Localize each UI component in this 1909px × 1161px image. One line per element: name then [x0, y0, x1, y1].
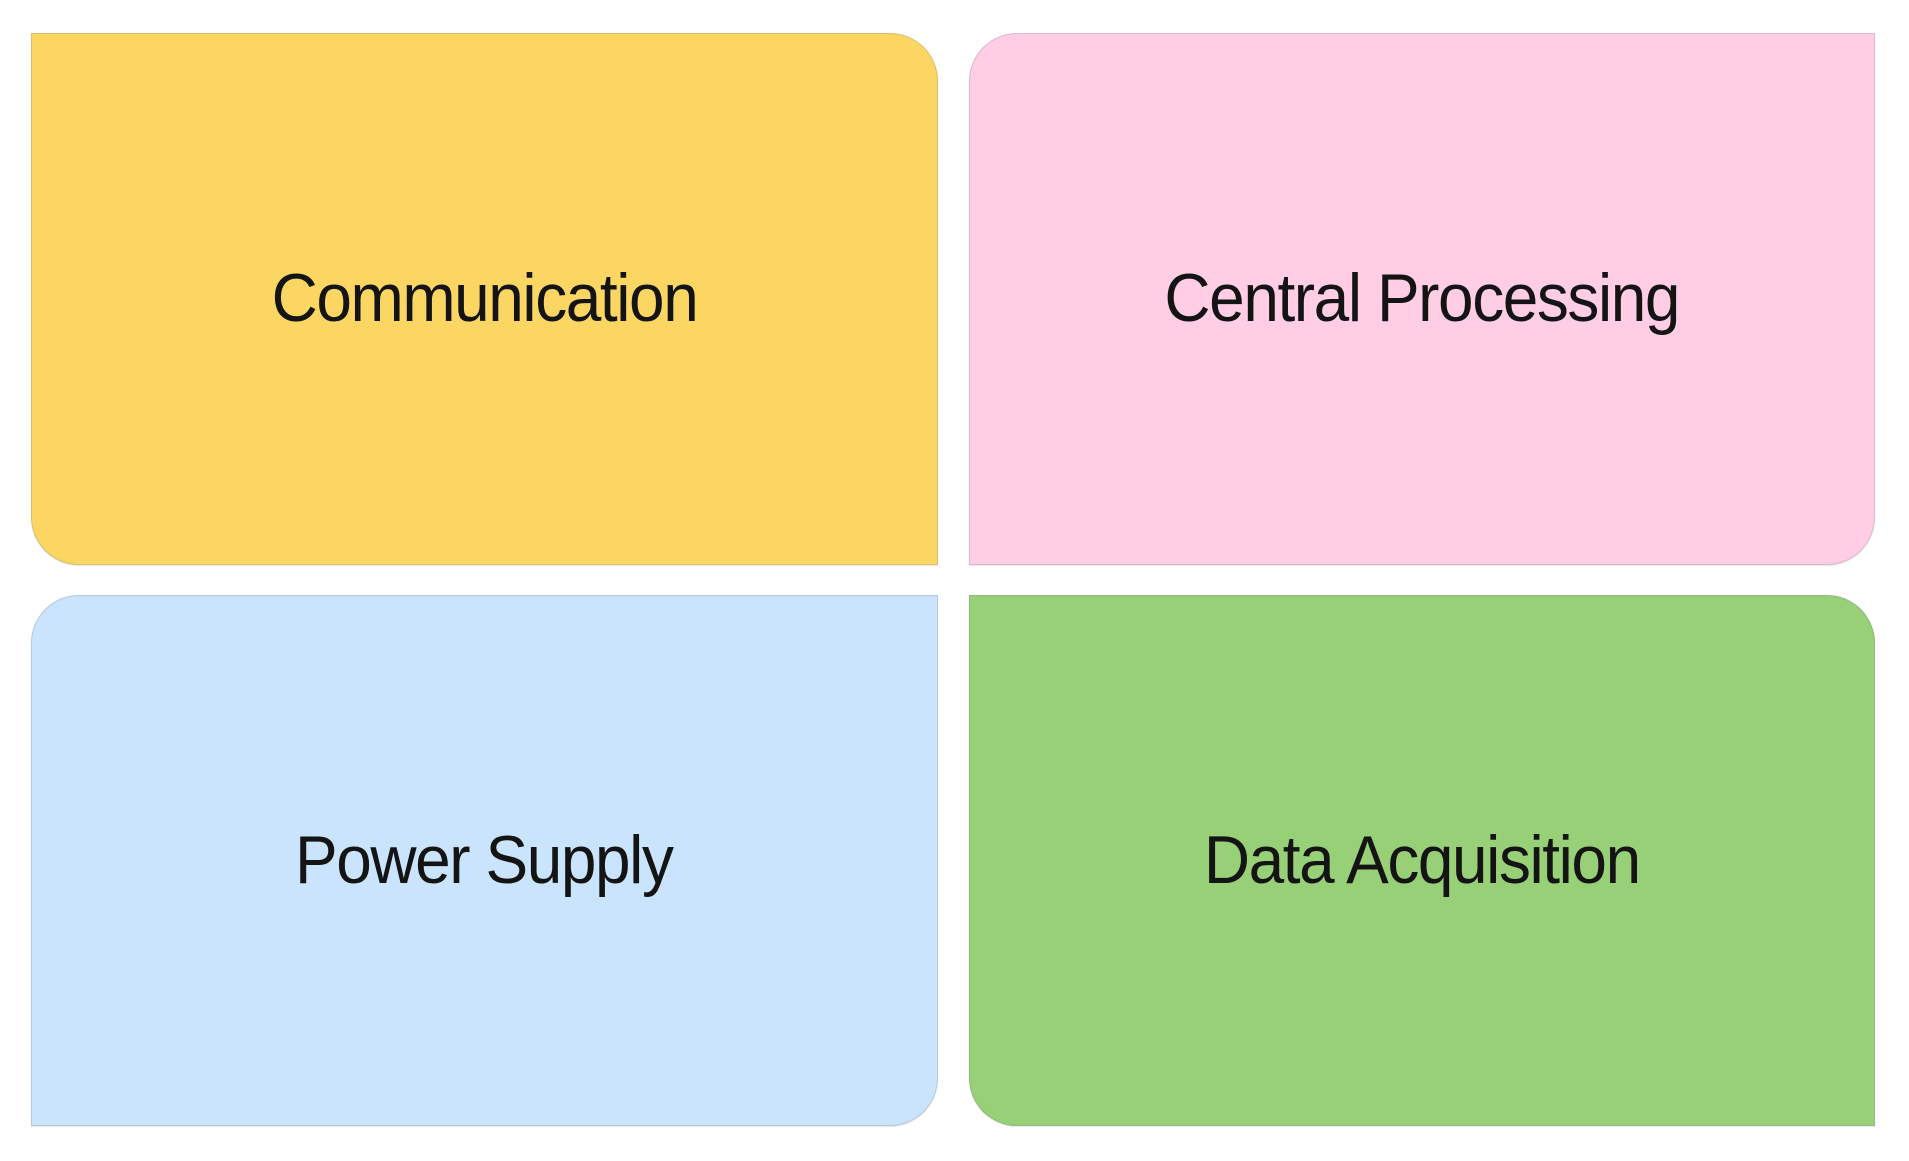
- matrix-cell-data-acquisition: Data Acquisition: [968, 594, 1875, 1126]
- matrix-cell-communication: Communication: [31, 33, 938, 565]
- matrix-cell-power-supply-label: Power Supply: [295, 821, 675, 898]
- matrix-grid: Communication Central Processing Power S…: [31, 33, 1875, 1126]
- matrix-cell-data-acquisition-label: Data Acquisition: [1203, 821, 1641, 898]
- matrix-cell-central-processing: Central Processing: [968, 33, 1875, 565]
- matrix-cell-communication-label: Communication: [271, 260, 698, 337]
- matrix-cell-power-supply: Power Supply: [31, 594, 938, 1126]
- matrix-cell-central-processing-label: Central Processing: [1164, 260, 1680, 337]
